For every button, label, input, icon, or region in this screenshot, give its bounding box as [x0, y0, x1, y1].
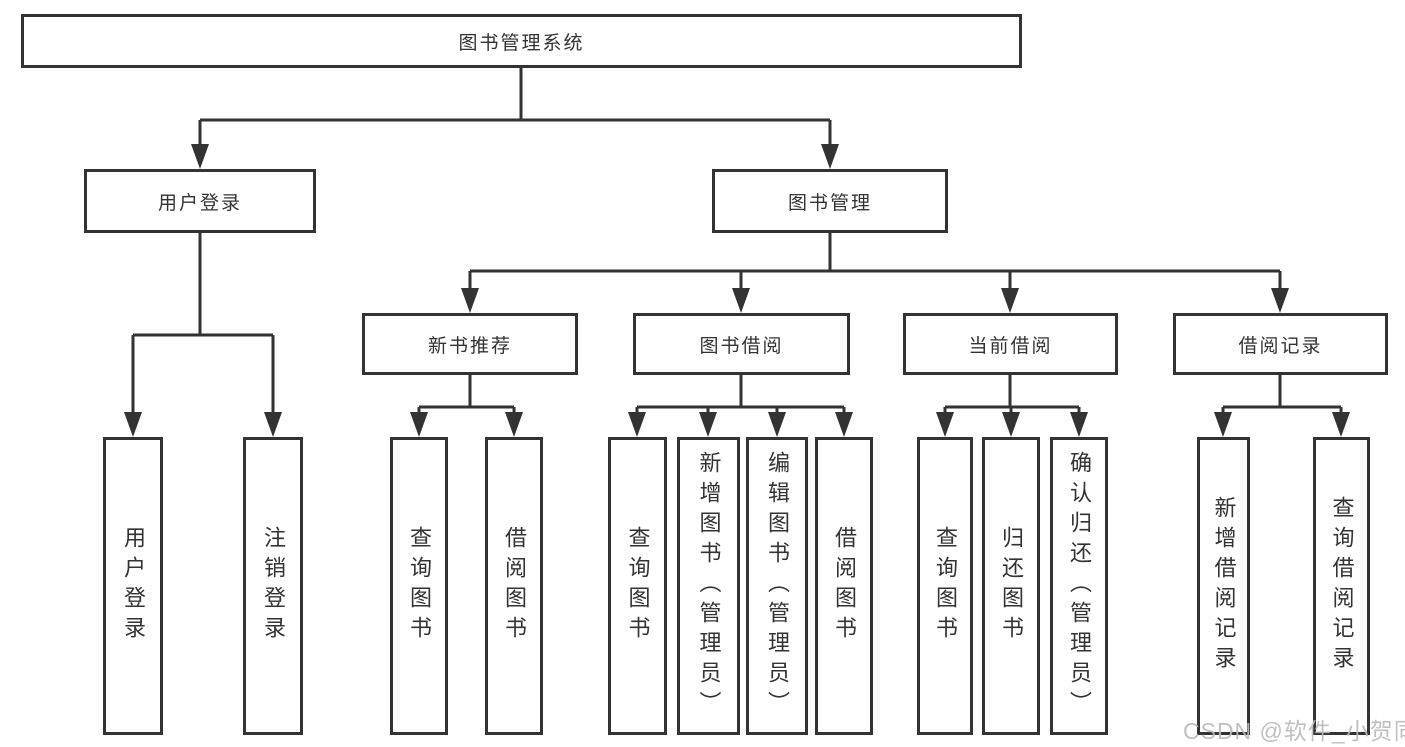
leaf-edit-book-admin: 编辑图书（管理员） [746, 437, 808, 735]
leaf-user-login: 用户登录 [103, 437, 163, 735]
leaf-add-borrow-record: 新增借阅记录 [1197, 437, 1250, 735]
node-book-management-label: 图书管理 [787, 192, 872, 214]
node-book-management: 图书管理 [712, 169, 948, 233]
leaf-recommend-query-book: 查询图书 [390, 437, 448, 735]
node-user-login: 用户登录 [84, 169, 316, 233]
leaf-recommend-borrow-book: 借阅图书 [485, 437, 543, 735]
leaf-edit-book-admin-label: 编辑图书（管理员） [765, 451, 790, 721]
leaf-borrow-query-book: 查询图书 [608, 437, 667, 735]
leaf-recommend-borrow-book-label: 借阅图书 [502, 526, 527, 646]
leaf-logout-label: 注销登录 [261, 526, 286, 646]
node-book-borrow: 图书借阅 [633, 313, 850, 375]
leaf-query-borrow-record-label: 查询借阅记录 [1329, 496, 1355, 676]
leaf-borrow-query-book-label: 查询图书 [625, 526, 651, 646]
leaf-add-book-admin-label: 新增图书（管理员） [696, 451, 722, 721]
leaf-return-book: 归还图书 [982, 437, 1040, 735]
leaf-confirm-return-admin-label: 确认归还（管理员） [1067, 451, 1092, 721]
node-borrow-record: 借阅记录 [1173, 313, 1388, 375]
leaf-current-query-book: 查询图书 [917, 437, 973, 735]
leaf-borrow-book: 借阅图书 [815, 437, 873, 735]
leaf-confirm-return-admin: 确认归还（管理员） [1050, 437, 1108, 735]
leaf-add-borrow-record-label: 新增借阅记录 [1211, 496, 1237, 676]
node-root-label: 图书管理系统 [458, 32, 585, 54]
leaf-recommend-query-book-label: 查询图书 [407, 526, 432, 646]
node-book-borrow-label: 图书借阅 [699, 335, 784, 357]
leaf-logout: 注销登录 [243, 437, 303, 735]
csdn-watermark: CSDN @软件_小贺同学 [1183, 718, 1405, 744]
leaf-query-borrow-record: 查询借阅记录 [1313, 437, 1370, 735]
leaf-user-login-label: 用户登录 [121, 526, 146, 646]
leaf-add-book-admin: 新增图书（管理员） [677, 437, 740, 735]
node-user-login-label: 用户登录 [157, 192, 242, 214]
leaf-borrow-book-label: 借阅图书 [832, 526, 857, 646]
arrowheads [124, 144, 1350, 437]
node-borrow-record-label: 借阅记录 [1238, 335, 1323, 357]
leaf-current-query-book-label: 查询图书 [933, 526, 958, 646]
node-new-book-recommend: 新书推荐 [362, 313, 578, 375]
node-root: 图书管理系统 [21, 14, 1022, 68]
node-current-borrow: 当前借阅 [903, 313, 1118, 375]
leaf-return-book-label: 归还图书 [999, 526, 1024, 646]
node-current-borrow-label: 当前借阅 [968, 335, 1053, 357]
node-new-book-recommend-label: 新书推荐 [427, 335, 512, 357]
